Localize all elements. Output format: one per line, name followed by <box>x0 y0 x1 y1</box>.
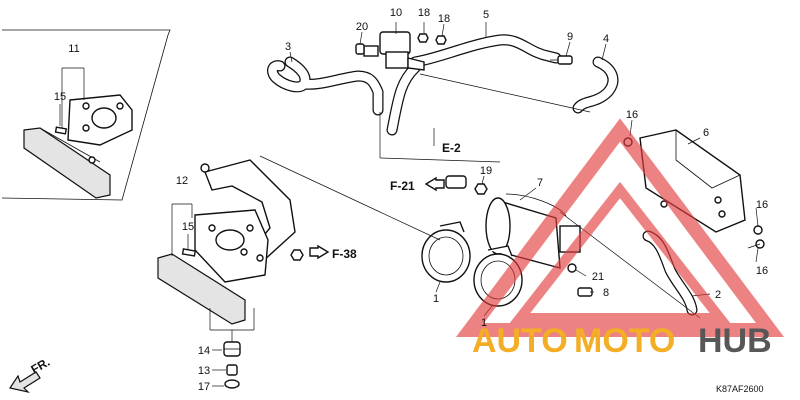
bands-1 <box>421 221 523 307</box>
callout-1a: 1 <box>433 293 439 305</box>
fitting-9 <box>550 55 573 65</box>
solenoid-valve-10 <box>363 31 425 71</box>
callouts: 10 20 18 18 5 9 4 3 16 6 7 19 21 8 2 16 … <box>54 7 768 393</box>
ref-e2: E-2 <box>442 141 461 155</box>
bracket-11 <box>23 94 133 199</box>
connector-f21 <box>445 175 467 189</box>
callout-17: 17 <box>198 381 210 393</box>
callout-6: 6 <box>703 127 709 139</box>
hose-4-inner <box>573 57 618 113</box>
callout-4: 4 <box>603 33 609 45</box>
watermark-word1: AUTO <box>472 322 568 360</box>
grommet-14 <box>223 341 241 357</box>
callout-2: 2 <box>715 289 721 301</box>
leader-lines <box>59 22 761 387</box>
callout-20: 20 <box>356 21 368 33</box>
washer-17 <box>224 379 240 389</box>
callout-14: 14 <box>198 345 210 357</box>
ref-f21: F-21 <box>390 179 415 193</box>
callout-9: 9 <box>567 31 573 43</box>
callout-11: 11 <box>68 43 79 55</box>
callout-8: 8 <box>603 287 609 299</box>
callout-1b: 1 <box>481 317 487 329</box>
bolts-18 <box>417 33 447 45</box>
callout-15b: 15 <box>182 221 194 233</box>
diagram-code: K87AF2600 <box>716 384 764 394</box>
callout-7: 7 <box>537 177 543 189</box>
f21-arrow <box>424 176 445 192</box>
front-label: FR. <box>29 355 53 377</box>
callout-18a: 18 <box>418 7 430 19</box>
callout-15a: 15 <box>54 91 66 103</box>
callout-16a: 16 <box>626 109 638 121</box>
inset-frame <box>1 29 171 201</box>
canister-6 <box>639 129 746 233</box>
hose-5b-inner <box>387 63 420 135</box>
nut-19 <box>474 183 488 195</box>
callout-18b: 18 <box>438 13 450 25</box>
callout-3: 3 <box>285 41 291 53</box>
bracket-12 <box>157 159 296 325</box>
hose-3-inner <box>268 57 383 115</box>
callout-13: 13 <box>198 365 210 377</box>
ref-f38: F-38 <box>332 247 357 261</box>
collar-13 <box>226 364 238 376</box>
watermark-triangle <box>456 118 784 337</box>
callout-10: 10 <box>390 7 402 19</box>
clip-20 <box>355 43 365 55</box>
callout-12: 12 <box>176 175 188 187</box>
watermark: AUTO MOTO HUB <box>456 118 784 360</box>
watermark-word3: HUB <box>698 322 772 360</box>
callout-19: 19 <box>480 165 492 177</box>
front-arrow <box>9 371 41 394</box>
fitting-8 <box>577 287 593 297</box>
callout-16b: 16 <box>756 199 768 211</box>
watermark-triangle-inner <box>509 181 731 323</box>
callout-21: 21 <box>592 271 604 283</box>
nut-f38 <box>290 249 304 261</box>
callout-16c: 16 <box>756 265 768 277</box>
hose-5-inner <box>410 35 561 67</box>
f38-arrow <box>309 244 330 260</box>
callout-5: 5 <box>483 9 489 21</box>
watermark-word2: MOTO <box>574 322 675 360</box>
